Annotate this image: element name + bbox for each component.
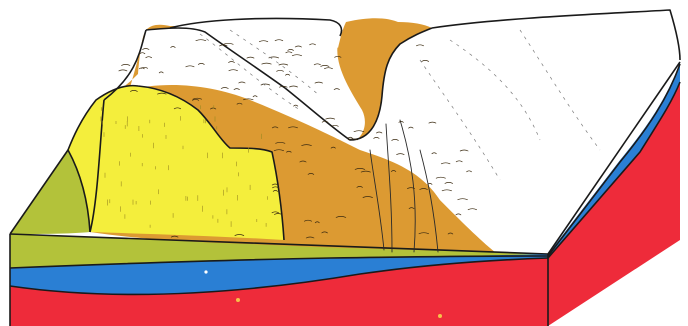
texture-stroke — [239, 82, 245, 83]
texture-stroke — [186, 66, 194, 67]
texture-stroke — [234, 89, 240, 90]
texture-stroke — [376, 132, 382, 133]
texture-stroke — [140, 53, 145, 54]
texture-stroke — [119, 70, 127, 71]
texture-stroke — [122, 64, 130, 65]
texture-stroke — [159, 72, 163, 73]
texture-stroke — [146, 57, 152, 58]
texture-stroke — [221, 88, 228, 89]
texture-stroke — [261, 84, 270, 85]
texture-stroke — [392, 139, 399, 140]
texture-stroke — [229, 70, 238, 71]
texture-stroke — [253, 96, 257, 97]
texture-stroke — [198, 63, 204, 64]
texture-stroke — [229, 62, 235, 63]
texture-stroke — [171, 47, 176, 48]
texture-stroke — [143, 49, 150, 50]
texture-stroke — [294, 105, 298, 106]
texture-stroke — [374, 137, 379, 138]
texture-stroke — [397, 154, 405, 155]
